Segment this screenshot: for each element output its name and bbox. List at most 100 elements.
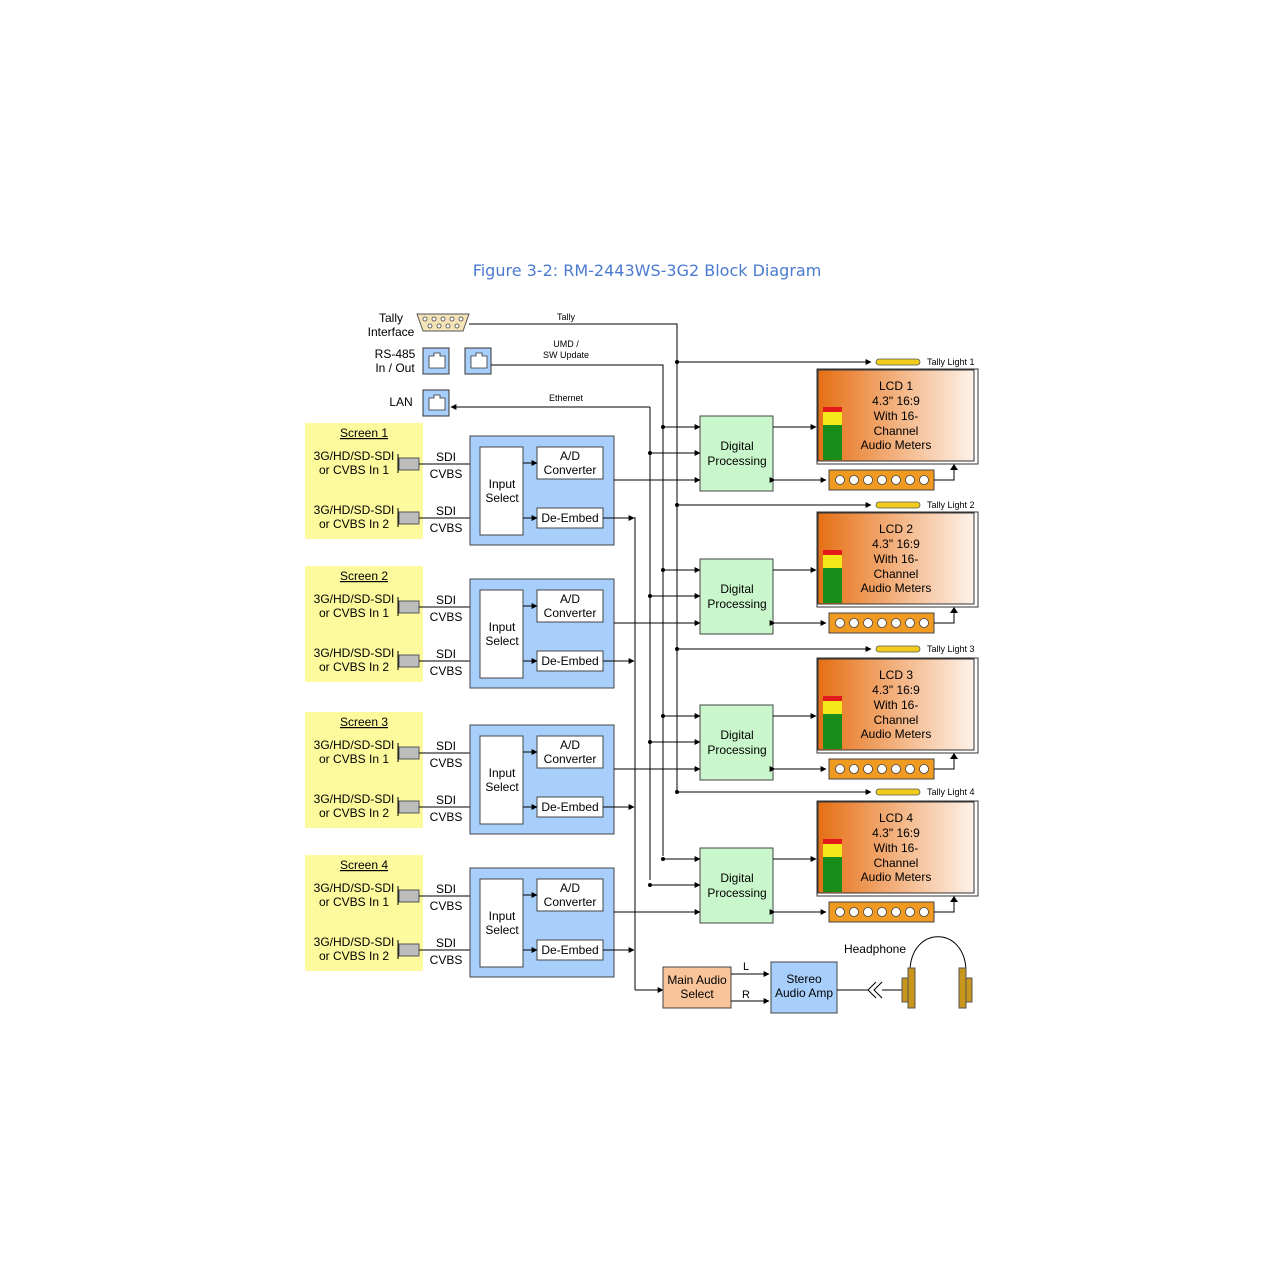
bnc-connector-icon bbox=[397, 508, 424, 527]
figure-title: Figure 3-2: RM-2443WS-3G2 Block Diagram bbox=[473, 261, 822, 280]
lcd-label: LCD 4 bbox=[879, 811, 913, 825]
cvbs-label: CVBS bbox=[430, 467, 463, 481]
lcd-spec: 4.3" 16:9 bbox=[872, 826, 920, 840]
sdi-label: SDI bbox=[436, 936, 456, 950]
cvbs-label: CVBS bbox=[430, 756, 463, 770]
rj45-port-icon bbox=[422, 347, 450, 375]
sdi-label: SDI bbox=[436, 882, 456, 896]
digital-processing-label: Digital bbox=[720, 439, 753, 453]
bnc-connector-icon bbox=[397, 886, 424, 905]
button-icon bbox=[849, 618, 859, 628]
lcd-spec: 4.3" 16:9 bbox=[872, 537, 920, 551]
lcd-spec: Channel bbox=[874, 424, 919, 438]
button-icon bbox=[835, 475, 845, 485]
button-icon bbox=[905, 475, 915, 485]
de-embed-label: De-Embed bbox=[541, 800, 598, 814]
input-select-label: Input bbox=[489, 477, 516, 491]
stereo-audio-amp-block bbox=[770, 961, 838, 1014]
button-icon bbox=[919, 907, 929, 917]
button-icon bbox=[905, 907, 915, 917]
ad-converter-label: A/D bbox=[560, 881, 580, 895]
button-icon bbox=[863, 618, 873, 628]
input-2-label: or CVBS In 2 bbox=[319, 517, 389, 531]
input-1-label: or CVBS In 1 bbox=[319, 752, 389, 766]
bnc-connector-icon bbox=[397, 651, 424, 670]
bnc-connector-icon bbox=[397, 797, 424, 816]
umd-line-label-1: UMD / bbox=[553, 339, 579, 349]
digital-processing-label: Processing bbox=[707, 454, 766, 468]
bnc-connector-icon bbox=[397, 597, 424, 616]
button-icon bbox=[863, 475, 873, 485]
lcd-screen bbox=[817, 369, 975, 462]
tally-light-label: Tally Light 4 bbox=[927, 787, 975, 797]
audio-left-label: L bbox=[743, 961, 749, 973]
input-2-label: 3G/HD/SD-SDI bbox=[314, 792, 395, 806]
rj45-port-icon bbox=[464, 347, 492, 375]
input-select-label: Input bbox=[489, 766, 516, 780]
input-1-label: 3G/HD/SD-SDI bbox=[314, 738, 395, 752]
tally-light-icon bbox=[875, 501, 921, 509]
audio-meter-icon bbox=[823, 839, 842, 892]
cvbs-label: CVBS bbox=[430, 521, 463, 535]
digital-processing-label: Digital bbox=[720, 582, 753, 596]
ethernet-line-label: Ethernet bbox=[549, 393, 584, 403]
sdi-label: SDI bbox=[436, 450, 456, 464]
button-icon bbox=[877, 475, 887, 485]
digital-processing-label: Processing bbox=[707, 743, 766, 757]
input-select-label: Select bbox=[485, 634, 519, 648]
digital-processing-label: Processing bbox=[707, 597, 766, 611]
amp-label-2: Audio Amp bbox=[775, 986, 833, 1000]
audio-meter-icon bbox=[823, 407, 842, 460]
de-embed-label: De-Embed bbox=[541, 511, 598, 525]
cvbs-label: CVBS bbox=[430, 899, 463, 913]
lcd-spec: With 16- bbox=[874, 552, 919, 566]
button-icon bbox=[905, 764, 915, 774]
input-2-label: 3G/HD/SD-SDI bbox=[314, 503, 395, 517]
bnc-connector-icon bbox=[397, 454, 424, 473]
tally-line-label: Tally bbox=[557, 312, 576, 322]
input-1-label: or CVBS In 1 bbox=[319, 606, 389, 620]
lcd-spec: 4.3" 16:9 bbox=[872, 394, 920, 408]
tally-light-icon bbox=[875, 788, 921, 796]
de-embed-label: De-Embed bbox=[541, 943, 598, 957]
audio-section: Main Audio Select L R Stereo Audio Amp H… bbox=[662, 936, 973, 1014]
input-2-label: or CVBS In 2 bbox=[319, 949, 389, 963]
digital-processing-label: Processing bbox=[707, 886, 766, 900]
button-icon bbox=[891, 907, 901, 917]
rj45-port-icon bbox=[422, 389, 450, 417]
button-icon bbox=[877, 907, 887, 917]
lcd-spec: Channel bbox=[874, 567, 919, 581]
tally-light-label: Tally Light 2 bbox=[927, 500, 975, 510]
lcd-spec: With 16- bbox=[874, 841, 919, 855]
ad-converter-label: Converter bbox=[544, 752, 597, 766]
amp-label-1: Stereo bbox=[786, 972, 822, 986]
button-icon bbox=[849, 764, 859, 774]
sdi-label: SDI bbox=[436, 647, 456, 661]
headphone-icon bbox=[901, 936, 973, 1009]
cvbs-label: CVBS bbox=[430, 810, 463, 824]
button-icon bbox=[877, 618, 887, 628]
sdi-label: SDI bbox=[436, 793, 456, 807]
ad-converter-block bbox=[536, 735, 604, 769]
tally-interface-label-1: Tally bbox=[379, 311, 403, 325]
lcd-label: LCD 1 bbox=[879, 379, 913, 393]
input-1-label: 3G/HD/SD-SDI bbox=[314, 592, 395, 606]
input-select-label: Input bbox=[489, 620, 516, 634]
rs485-label-1: RS-485 bbox=[375, 347, 416, 361]
input-2-label: 3G/HD/SD-SDI bbox=[314, 646, 395, 660]
screen-label: Screen 4 bbox=[340, 858, 388, 872]
button-icon bbox=[877, 764, 887, 774]
sdi-label: SDI bbox=[436, 593, 456, 607]
input-2-label: 3G/HD/SD-SDI bbox=[314, 935, 395, 949]
cvbs-label: CVBS bbox=[430, 610, 463, 624]
bus-lines bbox=[450, 323, 678, 993]
input-select-label: Input bbox=[489, 909, 516, 923]
lcd-screen bbox=[817, 801, 975, 894]
button-icon bbox=[891, 764, 901, 774]
input-1-label: 3G/HD/SD-SDI bbox=[314, 449, 395, 463]
button-icon bbox=[863, 764, 873, 774]
tally-light-label: Tally Light 3 bbox=[927, 644, 975, 654]
